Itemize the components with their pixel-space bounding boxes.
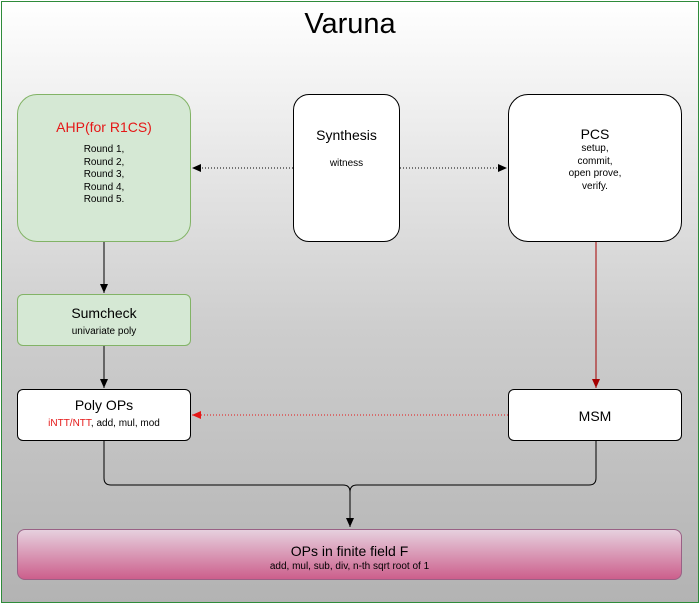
sumcheck-box: Sumcheck univariate poly	[17, 294, 191, 346]
synthesis-title: Synthesis	[316, 127, 377, 143]
pcs-title: PCS	[580, 126, 610, 142]
pcs-line: commit,	[577, 155, 613, 167]
ahp-round-item: Round 5.	[83, 194, 125, 205]
poly-ops-ntt: iNTT/NTT	[48, 418, 91, 429]
ahp-round-item: Round 2,	[83, 156, 125, 168]
ahp-round-item: Round 1,	[83, 144, 125, 155]
pcs-line: verify.	[582, 180, 608, 192]
synthesis-box: Synthesis witness	[293, 94, 400, 242]
edge-msm-merge	[349, 441, 597, 493]
ahp-box: AHP(for R1CS) Round 1, Round 2, Round 3,…	[17, 94, 191, 242]
msm-title: MSM	[578, 408, 612, 424]
diagram-title: Varuna	[304, 8, 396, 40]
ahp-round-item: Round 3,	[83, 169, 125, 180]
msm-box: MSM	[508, 389, 682, 441]
pcs-box: PCS setup, commit, open prove, verify.	[508, 94, 682, 242]
edge-poly-merge	[103, 441, 354, 527]
finite-field-subtitle: add, mul, sub, div, n-th sqrt root of 1	[269, 561, 430, 572]
synthesis-subtitle: witness	[329, 158, 364, 169]
poly-ops-box: Poly OPs iNTT/NTT, add, mul, mod	[17, 389, 191, 441]
poly-ops-rest: , add, mul, mod	[90, 418, 160, 429]
ahp-title: AHP(for R1CS)	[56, 119, 152, 135]
poly-ops-title: Poly OPs	[74, 397, 134, 413]
ahp-rounds: Round 1, Round 2, Round 3, Round 4, Roun…	[18, 144, 190, 207]
finite-field-ops-box: OPs in finite field F add, mul, sub, div…	[17, 529, 682, 580]
finite-field-title: OPs in finite field F	[290, 543, 409, 559]
ahp-round-item: Round 4,	[83, 181, 125, 193]
sumcheck-title: Sumcheck	[71, 305, 137, 321]
pcs-lines: setup, commit, open prove, verify.	[509, 143, 681, 193]
pcs-line: setup,	[581, 143, 609, 154]
sumcheck-subtitle: univariate poly	[71, 326, 137, 337]
pcs-line: open prove,	[568, 168, 622, 179]
poly-ops-subtitle: iNTT/NTT, add, mul, mod	[18, 418, 190, 431]
